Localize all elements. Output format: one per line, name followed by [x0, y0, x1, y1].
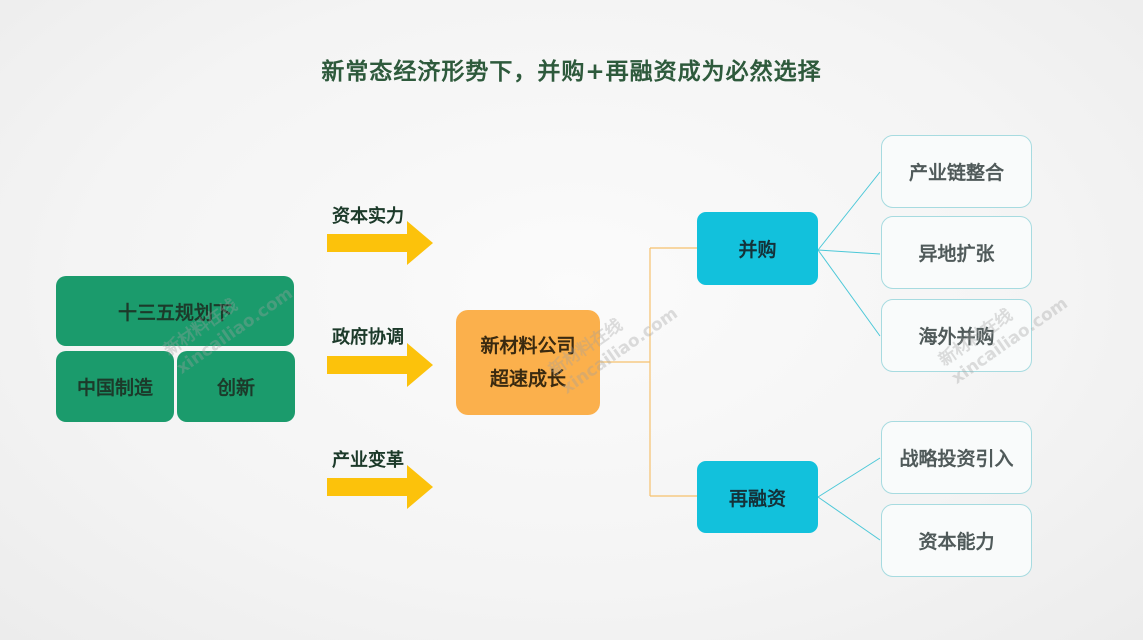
driver-label-capital: 资本实力: [332, 206, 404, 227]
refinance-item-box: 战略投资引入: [881, 421, 1032, 494]
arrow-right-icon: [327, 343, 433, 387]
ma-box: 并购: [697, 212, 818, 285]
connector-refinance-item-2: [817, 496, 881, 541]
diagram-title: 新常态经济形势下，并购+再融资成为必然选择: [321, 59, 822, 85]
ma-item-box: 异地扩张: [881, 216, 1032, 289]
ma-item-box: 海外并购: [881, 299, 1032, 372]
ma-item-box: 产业链整合: [881, 135, 1032, 208]
center-line-1: 新材料公司: [480, 334, 576, 357]
ma-label: 并购: [738, 239, 777, 261]
refinance-box: 再融资: [697, 461, 818, 533]
connector-ma-item-2: [817, 249, 881, 255]
center-box: 新材料公司 超速成长: [456, 310, 600, 415]
ma-item-label: 海外并购: [918, 326, 995, 348]
arrow-right-icon: [327, 221, 433, 265]
made-in-china-box: 中国制造: [56, 351, 174, 422]
plan-label: 十三五规划下: [117, 301, 232, 324]
refinance-label: 再融资: [728, 487, 786, 510]
refinance-item-label: 资本能力: [918, 531, 995, 553]
connector-ma-item-3: [817, 249, 881, 337]
made-in-china-label: 中国制造: [76, 377, 153, 399]
ma-item-label: 产业链整合: [908, 162, 1004, 184]
ma-item-label: 异地扩张: [918, 243, 995, 265]
plan-box: 十三五规划下: [56, 276, 294, 346]
innovation-label: 创新: [216, 377, 255, 399]
arrow-right-icon: [327, 465, 433, 509]
refinance-item-box: 资本能力: [881, 504, 1032, 577]
center-line-2: 超速成长: [489, 367, 566, 390]
connector-ma-item-1: [817, 171, 881, 251]
driver-label-government: 政府协调: [332, 327, 404, 348]
innovation-box: 创新: [177, 351, 295, 422]
refinance-item-label: 战略投资引入: [899, 448, 1014, 470]
connector-refinance-item-1: [817, 457, 881, 498]
driver-label-industry: 产业变革: [332, 450, 404, 471]
